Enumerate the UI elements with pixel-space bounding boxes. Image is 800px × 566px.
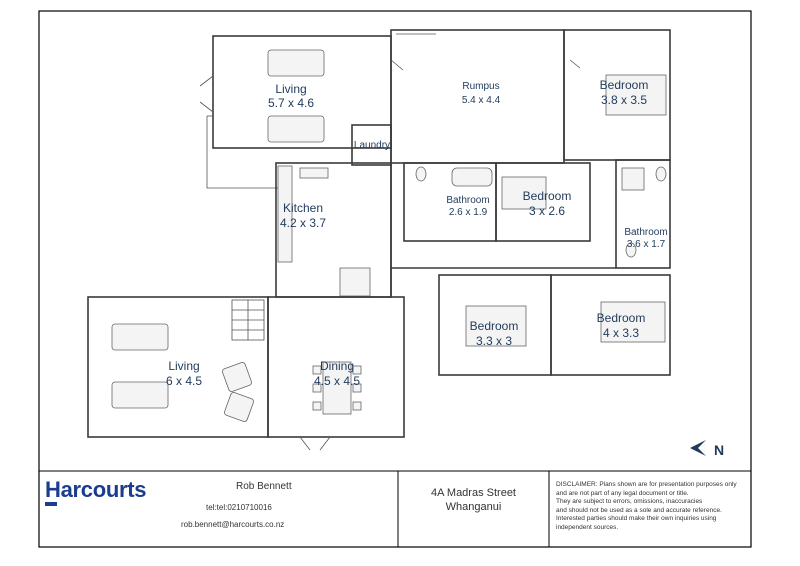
toilet: [625, 242, 637, 258]
armchair: [222, 362, 252, 392]
room-label-bedroom-br: Bedroom: [597, 311, 646, 325]
agent-email: rob.bennett@harcourts.co.nz: [181, 520, 285, 529]
harcourts-logo: Harcourts: [45, 477, 147, 502]
armchair: [224, 392, 254, 422]
sofa: [267, 49, 325, 77]
disclaimer-line: and should not be used as a sole and acc…: [556, 506, 722, 514]
stairs-landing: [339, 267, 371, 297]
rumpus-door: [390, 59, 404, 71]
dining-walls: [267, 296, 405, 438]
room-label-bedroom-top: Bedroom: [600, 78, 649, 92]
room-dims-bedroom-br: 4 x 3.3: [603, 326, 639, 340]
compass-letter: N: [714, 442, 724, 458]
toilet: [415, 166, 427, 182]
room-dims-bedroom-bl: 3.3 x 3: [476, 334, 512, 348]
bed: [605, 74, 667, 116]
dining-chairs: [312, 365, 362, 411]
disclaimer-line: They are subject to errors, omissions, i…: [556, 498, 703, 505]
room-dims-living-bottom: 6 x 4.5: [166, 374, 202, 388]
room-dims-rumpus: 5.4 x 4.4: [462, 95, 501, 106]
room-dims-bathroom-right: 3.6 x 1.7: [627, 239, 666, 250]
room-dims-living-top: 5.7 x 4.6: [268, 96, 314, 110]
bedroom-mid-walls: [495, 162, 591, 242]
floor-plan: [87, 29, 671, 451]
room-label-dining: Dining: [320, 359, 354, 373]
room-dims-kitchen: 4.2 x 3.7: [280, 216, 326, 230]
dining-table: [322, 361, 352, 415]
dining-doors: [299, 436, 331, 451]
north-compass-icon: N: [690, 440, 724, 458]
sofa: [111, 323, 169, 351]
room-dims-bathroom-mid: 2.6 x 1.9: [449, 207, 488, 218]
address-line-2: Whanganui: [445, 501, 502, 513]
room-label-laundry: Laundry: [354, 140, 390, 151]
room-label-kitchen: Kitchen: [283, 201, 323, 215]
bed: [465, 305, 527, 347]
room-dims-bedroom-mid: 3 x 2.6: [529, 204, 565, 218]
disclaimer-line: Interested parties should make their own…: [556, 515, 717, 522]
room-label-bedroom-bl: Bedroom: [470, 319, 519, 333]
hallway-walls: [390, 163, 616, 297]
laundry-walls: [351, 124, 392, 166]
room-label-bedroom-mid: Bedroom: [523, 189, 572, 203]
sheet-border: [38, 10, 752, 548]
room-dims-bedroom-top: 3.8 x 3.5: [601, 93, 647, 107]
staircase: [231, 299, 265, 341]
disclaimer: DISCLAIMER: Plans shown are for presenta…: [556, 481, 737, 532]
kitchen-bench-top: [299, 167, 329, 179]
room-label-bathroom-mid: Bathroom: [446, 195, 489, 206]
address-line-1: 4A Madras Street: [431, 487, 516, 499]
brand-accent-bar: [45, 502, 57, 506]
agent-phone: tel:tel:0210710016: [206, 503, 272, 512]
room-dims-dining: 4.5 x 4.5: [314, 374, 360, 388]
agent-name: Rob Bennett: [236, 481, 292, 492]
room-label-rumpus: Rumpus: [462, 81, 499, 92]
shower: [621, 167, 645, 191]
bedroom-top-door: [569, 59, 581, 69]
disclaimer-line: independent sources.: [556, 523, 619, 531]
room-label-bathroom-right: Bathroom: [624, 227, 667, 238]
living-top-doors: [199, 75, 214, 113]
bathtub: [451, 167, 493, 187]
bed: [501, 176, 547, 210]
bed: [600, 301, 666, 343]
bathroom-right-walls: [615, 159, 671, 269]
room-label-living-bottom: Living: [168, 359, 199, 373]
deck-outline: [206, 116, 280, 189]
bedroom-br-walls: [550, 274, 671, 376]
room-label-living-top: Living: [275, 82, 306, 96]
disclaimer-line: DISCLAIMER: Plans shown are for presenta…: [556, 481, 737, 488]
kitchen-bench: [277, 165, 293, 263]
disclaimer-line: and are not part of any legal document o…: [556, 489, 689, 497]
sofa: [267, 115, 325, 143]
toilet: [655, 166, 667, 182]
kitchen-walls: [275, 162, 392, 298]
sofa: [111, 381, 169, 409]
